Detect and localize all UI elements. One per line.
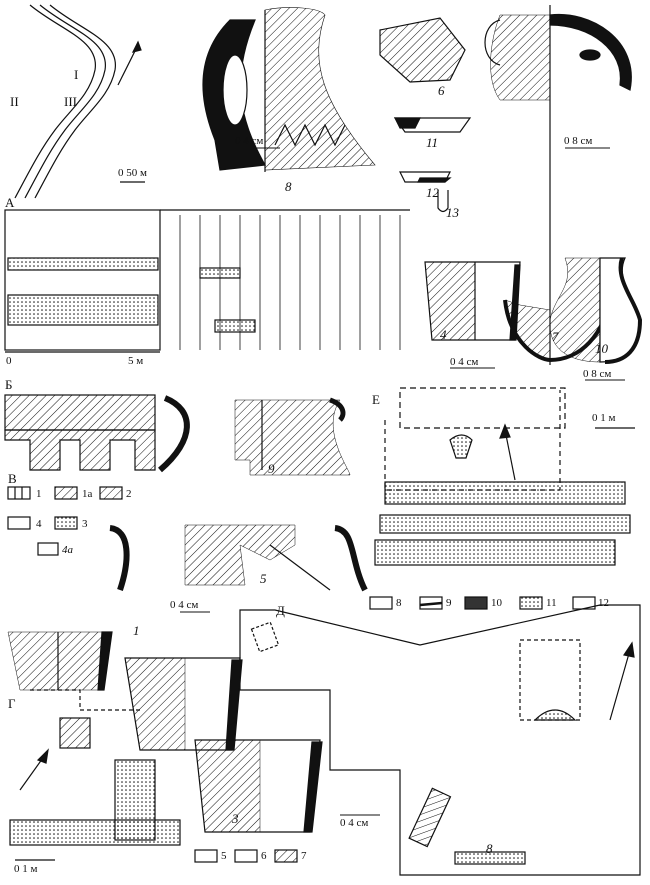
legend-d-8: 8	[396, 597, 402, 609]
vessel-7-number: 7	[552, 329, 559, 344]
scale-a-end: 5 м	[128, 355, 144, 367]
legend-d-11: 11	[546, 597, 557, 609]
map-label-ii: II	[10, 94, 19, 109]
vessel-10-drawing	[549, 257, 643, 364]
vessel-1-drawing	[7, 631, 113, 691]
vessel-8-number: 8	[285, 179, 292, 194]
plan-g	[9, 689, 181, 861]
legend-d	[369, 596, 596, 610]
section-label-d: Д	[276, 603, 285, 618]
section-label-b: Б	[5, 377, 13, 392]
legend-g	[194, 849, 298, 863]
vessel-4-drawing	[424, 261, 521, 341]
legend-d-12: 12	[598, 597, 609, 609]
vessel-8-scale: 0 4 см	[235, 135, 264, 147]
vessel-3-number: 3	[232, 811, 239, 826]
vessel-3-drawing	[194, 739, 323, 833]
vessel-5-number: 5	[260, 571, 267, 586]
vessel-6-number: 6	[438, 83, 445, 98]
vessel-4-number: 4	[440, 327, 447, 342]
vessel-9-drawing	[158, 395, 351, 476]
legend-g-7: 7	[301, 850, 307, 862]
legend-v-2: 2	[126, 488, 132, 500]
legend-g-6: 6	[261, 850, 267, 862]
legend-d-9: 9	[446, 597, 452, 609]
legend-v-4a: 4а	[62, 544, 73, 556]
legend-v-4: 4	[36, 518, 42, 530]
vessel-6-drawing	[379, 17, 466, 83]
section-label-e: Е	[372, 392, 380, 407]
vessel-12-number: 12	[426, 185, 439, 200]
legend-g-5: 5	[221, 850, 227, 862]
site-map	[14, 4, 145, 199]
vessel-8-drawing	[202, 7, 376, 172]
vessel-9-number: 9	[268, 461, 275, 476]
vessel-4-scale: 0 4 см	[450, 356, 479, 368]
section-label-g: Г	[8, 696, 16, 711]
plan-d	[239, 604, 641, 876]
vessel-5-scale: 0 4 см	[170, 599, 199, 611]
vessel-2-number: 2	[230, 714, 237, 729]
legend-v-1a: 1а	[82, 488, 93, 500]
map-scale: 0 50 м	[118, 167, 147, 179]
plan-e	[374, 387, 635, 566]
map-label-i: I	[74, 67, 79, 82]
vessel-10-number: 10	[595, 341, 608, 356]
map-label-iii: III	[64, 94, 77, 109]
vessel-3-scale: 0 4 см	[340, 817, 369, 829]
section-a	[4, 209, 410, 353]
legend-d-10: 10	[491, 597, 502, 609]
vessel-2-drawing	[124, 657, 243, 751]
legend-v-3: 3	[82, 518, 88, 530]
vessel-5-drawing	[109, 524, 368, 592]
plan-g-scale: 0 1 м	[14, 863, 38, 875]
section-b	[4, 394, 156, 471]
legend-v-1: 1	[36, 488, 42, 500]
vessel-1-number: 1	[133, 623, 140, 638]
legend-v	[7, 486, 123, 556]
vessel-13-drawing	[437, 190, 449, 213]
vessel-11-number: 11	[426, 135, 439, 150]
plan-e-scale: 0 1 м	[592, 412, 616, 424]
section-label-v: В	[8, 471, 17, 486]
vessel-10-scale: 0 8 см	[583, 368, 612, 380]
plan-d-number: 8	[486, 841, 493, 856]
vessel-13-number: 13	[446, 205, 459, 220]
scale-a-zero: 0	[6, 355, 12, 367]
section-label-a: А	[5, 195, 15, 210]
vessel-7-scale: 0 8 см	[564, 135, 593, 147]
vessel-7-drawing	[484, 5, 632, 365]
